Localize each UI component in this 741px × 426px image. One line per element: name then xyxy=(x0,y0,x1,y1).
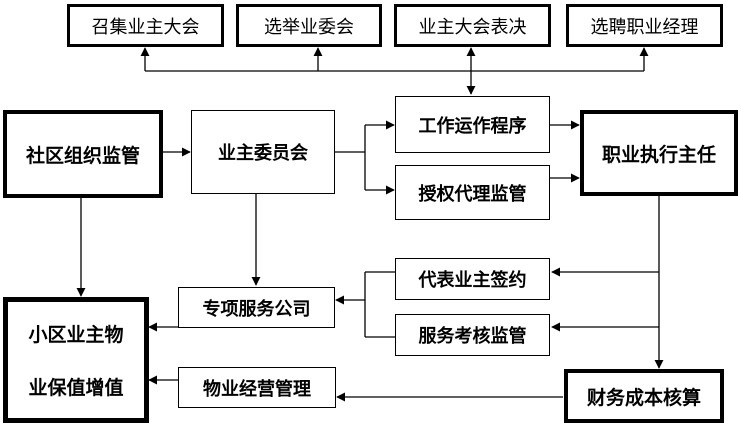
financial-costing-box: 财务成本核算 xyxy=(564,369,724,423)
property-operation-label: 物业经营管理 xyxy=(203,378,311,400)
elect-committee-box: 选举业委会 xyxy=(236,4,382,47)
owner-value-line1: 小区业主物 xyxy=(28,324,124,346)
owners-committee-label: 业主委员会 xyxy=(218,143,308,164)
community-supervision-label: 社区组织监管 xyxy=(25,144,140,167)
convene-meeting-label: 召集业主大会 xyxy=(91,16,200,38)
meeting-resolution-box: 业主大会表决 xyxy=(394,4,551,47)
elect-committee-label: 选举业委会 xyxy=(264,16,354,38)
owners-committee-box: 业主委员会 xyxy=(191,110,335,194)
convene-meeting-box: 召集业主大会 xyxy=(67,4,224,47)
sign-on-behalf-box: 代表业主签约 xyxy=(395,258,550,300)
professional-manager-box: 职业执行主任 xyxy=(580,110,738,196)
owner-value-line2: 业保值增值 xyxy=(28,377,124,399)
property-operation-box: 物业经营管理 xyxy=(178,367,336,408)
work-procedure-box: 工作运作程序 xyxy=(395,96,550,153)
special-service-company-box: 专项服务公司 xyxy=(178,287,335,328)
hire-manager-box: 选聘职业经理 xyxy=(566,4,723,47)
financial-costing-label: 财务成本核算 xyxy=(586,386,701,409)
community-supervision-box: 社区组织监管 xyxy=(3,110,163,198)
sign-on-behalf-label: 代表业主签约 xyxy=(418,270,527,291)
owner-value-box: 小区业主物 业保值增值 xyxy=(3,297,149,423)
meeting-resolution-label: 业主大会表决 xyxy=(418,16,527,38)
work-procedure-label: 工作运作程序 xyxy=(418,115,527,137)
service-assessment-label: 服务考核监管 xyxy=(418,326,527,347)
authorization-supervision-label: 授权代理监管 xyxy=(418,183,527,205)
hire-manager-label: 选聘职业经理 xyxy=(590,16,699,38)
authorization-supervision-box: 授权代理监管 xyxy=(395,165,550,220)
service-assessment-box: 服务考核监管 xyxy=(395,314,550,356)
professional-manager-label: 职业执行主任 xyxy=(601,143,716,166)
special-service-company-label: 专项服务公司 xyxy=(202,298,311,320)
